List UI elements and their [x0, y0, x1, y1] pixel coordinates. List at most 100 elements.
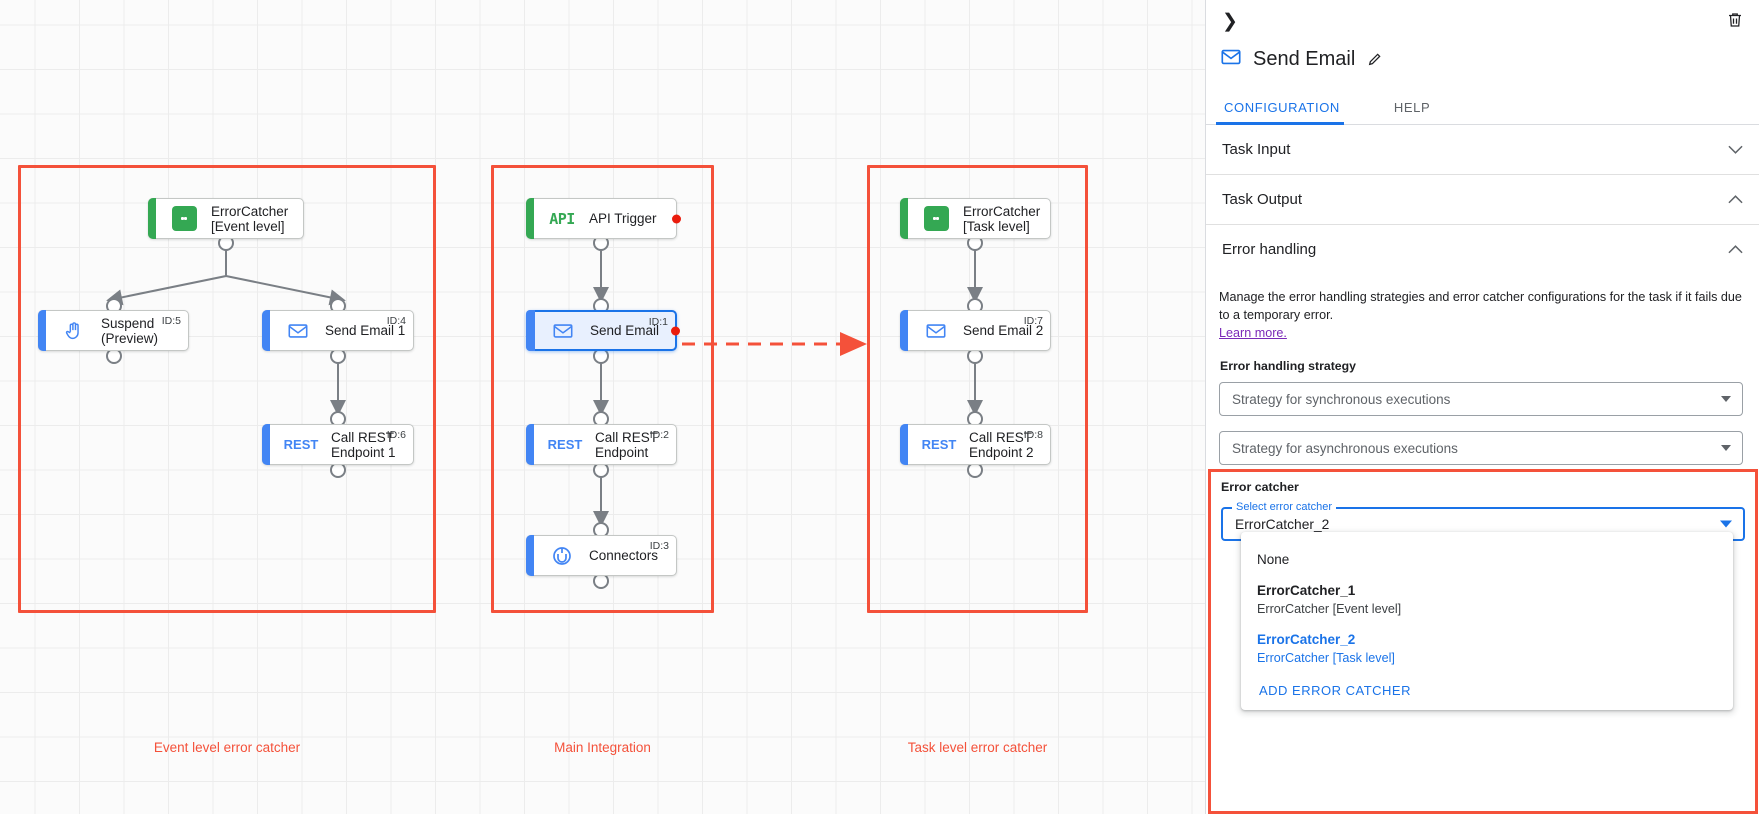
email-icon	[283, 316, 313, 346]
node-n-api-trigger[interactable]: API API Trigger	[526, 198, 681, 239]
node-id-badge: ID:8	[1023, 429, 1043, 441]
node-title: Send Email 2	[963, 323, 1044, 338]
node-title: Call REST Endpoint 2	[969, 429, 1034, 460]
node-id-badge: ID:2	[649, 429, 669, 441]
error-indicator-dot[interactable]	[672, 214, 681, 223]
learn-more-link[interactable]: Learn more.	[1219, 326, 1287, 340]
chevron-down-icon	[1721, 445, 1731, 451]
panel-tabs: CONFIGURATION HELP	[1206, 90, 1759, 125]
email-icon	[1220, 46, 1242, 73]
api-icon: API	[549, 209, 575, 228]
node-title: ErrorCatcher [Event level]	[211, 203, 289, 234]
error-handling-description: Manage the error handling strategies and…	[1219, 288, 1743, 342]
error-handling-description-text: Manage the error handling strategies and…	[1219, 290, 1742, 322]
section-error-handling[interactable]: Error handling	[1206, 225, 1759, 274]
panel-topbar: ❯	[1206, 0, 1759, 40]
node-accent-bar	[900, 198, 908, 239]
node-n-suspend[interactable]: Suspend (Preview)ID:5	[38, 310, 189, 351]
menu-item-errorcatcher-1-sublabel: ErrorCatcher [Event level]	[1257, 602, 1402, 616]
node-accent-bar	[900, 310, 908, 351]
node-id-badge: ID:3	[649, 540, 669, 552]
error-catcher-heading: Error catcher	[1221, 480, 1299, 494]
error-catcher-highlight-region: Error catcher Select error catcher Error…	[1208, 469, 1758, 814]
async-strategy-value: Strategy for asynchronous executions	[1232, 440, 1458, 456]
menu-item-errorcatcher-1[interactable]: ErrorCatcher_1 ErrorCatcher [Event level…	[1241, 575, 1733, 624]
node-accent-bar	[262, 424, 270, 465]
suspend-hand-icon	[59, 316, 89, 346]
chevron-down-icon	[1728, 143, 1743, 156]
node-accent-bar	[148, 198, 156, 239]
node-title: Connectors	[589, 548, 659, 563]
error-handling-strategy-label: Error handling strategy	[1220, 359, 1356, 373]
group-label-0: Event level error catcher	[153, 740, 301, 755]
email-icon	[921, 316, 951, 346]
workflow-canvas[interactable]: Event level error catcher Main Integratio…	[0, 0, 1205, 814]
node-title: ErrorCatcher [Task level]	[963, 203, 1041, 234]
node-accent-bar	[526, 310, 535, 351]
node-id-badge: ID:4	[386, 315, 406, 327]
error-handling-body: Manage the error handling strategies and…	[1206, 274, 1759, 465]
menu-item-errorcatcher-2-label: ErrorCatcher_2	[1257, 632, 1356, 647]
chevron-right-icon[interactable]: ❯	[1222, 10, 1238, 32]
group-box-0	[18, 165, 436, 613]
add-error-catcher-button[interactable]: ADD ERROR CATCHER	[1259, 683, 1411, 698]
section-error-handling-label: Error handling	[1222, 241, 1317, 258]
node-id-badge: ID:6	[386, 429, 406, 441]
chevron-up-icon	[1728, 243, 1743, 256]
task-config-panel: ❯ Send Email CONFIGURATION HELP Task Inp…	[1205, 0, 1759, 814]
error-catcher-icon	[169, 204, 199, 234]
node-n-errorcatcher-task[interactable]: ErrorCatcher [Task level]	[900, 198, 1051, 239]
error-catcher-icon	[921, 204, 951, 234]
node-id-badge: ID:5	[161, 315, 181, 327]
tab-configuration[interactable]: CONFIGURATION	[1216, 90, 1362, 125]
node-accent-bar	[526, 424, 534, 465]
node-title: API Trigger	[589, 211, 657, 226]
section-task-input-label: Task Input	[1222, 141, 1291, 158]
node-id-badge: ID:1	[648, 316, 668, 328]
page-title: Send Email	[1253, 47, 1356, 70]
group-label-1: Main Integration	[554, 740, 651, 755]
trash-icon[interactable]	[1721, 6, 1749, 34]
error-indicator-dot[interactable]	[671, 326, 680, 335]
node-title: Send Email	[590, 323, 660, 338]
rest-icon: REST	[921, 437, 957, 452]
menu-item-errorcatcher-2-sublabel: ErrorCatcher [Task level]	[1257, 651, 1395, 665]
node-accent-bar	[262, 310, 270, 351]
node-title: Call REST Endpoint	[595, 429, 659, 460]
node-title: Suspend (Preview)	[101, 315, 159, 346]
menu-item-errorcatcher-2[interactable]: ErrorCatcher_2 ErrorCatcher [Task level]	[1241, 624, 1733, 673]
node-n-errorcatcher-event[interactable]: ErrorCatcher [Event level]	[148, 198, 304, 239]
tab-help[interactable]: HELP	[1393, 100, 1431, 115]
node-title: Call REST Endpoint 1	[331, 429, 396, 460]
error-catcher-field-label: Select error catcher	[1232, 501, 1336, 513]
chevron-up-icon	[1728, 193, 1743, 206]
node-accent-bar	[38, 310, 46, 351]
rest-icon: REST	[283, 437, 319, 452]
async-strategy-select[interactable]: Strategy for asynchronous executions	[1219, 431, 1743, 465]
section-task-output[interactable]: Task Output	[1206, 175, 1759, 225]
group-label-2: Task level error catcher	[907, 740, 1048, 755]
node-accent-bar	[900, 424, 908, 465]
group-box-2	[867, 165, 1088, 613]
pencil-icon[interactable]	[1367, 51, 1383, 67]
connectors-icon	[547, 541, 577, 571]
group-box-1	[491, 165, 714, 613]
node-id-badge: ID:7	[1023, 315, 1043, 327]
node-accent-bar	[526, 198, 534, 239]
menu-item-none[interactable]: None	[1241, 544, 1733, 575]
sync-strategy-value: Strategy for synchronous executions	[1232, 391, 1451, 407]
section-task-input[interactable]: Task Input	[1206, 125, 1759, 175]
menu-item-errorcatcher-1-label: ErrorCatcher_1	[1257, 583, 1356, 598]
sync-strategy-select[interactable]: Strategy for synchronous executions	[1219, 382, 1743, 416]
node-accent-bar	[526, 535, 534, 576]
rest-icon: REST	[547, 437, 583, 452]
panel-title-row: Send Email	[1206, 40, 1759, 78]
menu-item-none-label: None	[1257, 552, 1290, 567]
